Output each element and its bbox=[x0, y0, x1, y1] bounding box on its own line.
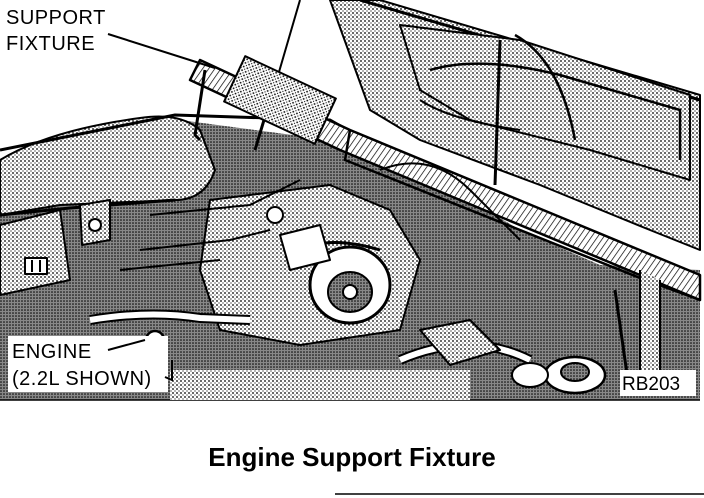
battery-box bbox=[0, 209, 71, 296]
fixture-hook-left bbox=[193, 69, 207, 142]
engine-callout: ENGINE (2.2L SHOWN) bbox=[8, 336, 173, 392]
engine-compartment-illustration bbox=[0, 0, 702, 401]
battery-terminal bbox=[24, 257, 48, 275]
figure-code: RB203 bbox=[622, 374, 680, 395]
engine-leader-line bbox=[107, 339, 146, 351]
hood-prop-rod bbox=[493, 39, 502, 186]
figure-code-callout: RB203 bbox=[620, 370, 696, 396]
left-fender bbox=[0, 115, 216, 216]
support-fixture-label-line2: FIXTURE bbox=[6, 33, 95, 55]
support-fixture-callout: SUPPORT FIXTURE bbox=[2, 4, 216, 69]
engine-label-line1: ENGINE bbox=[12, 341, 92, 363]
figure-caption: Engine Support Fixture bbox=[208, 442, 495, 472]
support-fixture-label-line1: SUPPORT bbox=[6, 7, 106, 29]
engine-label-line2: (2.2L SHOWN) bbox=[12, 368, 152, 390]
support-fixture-leader-line bbox=[107, 33, 216, 69]
